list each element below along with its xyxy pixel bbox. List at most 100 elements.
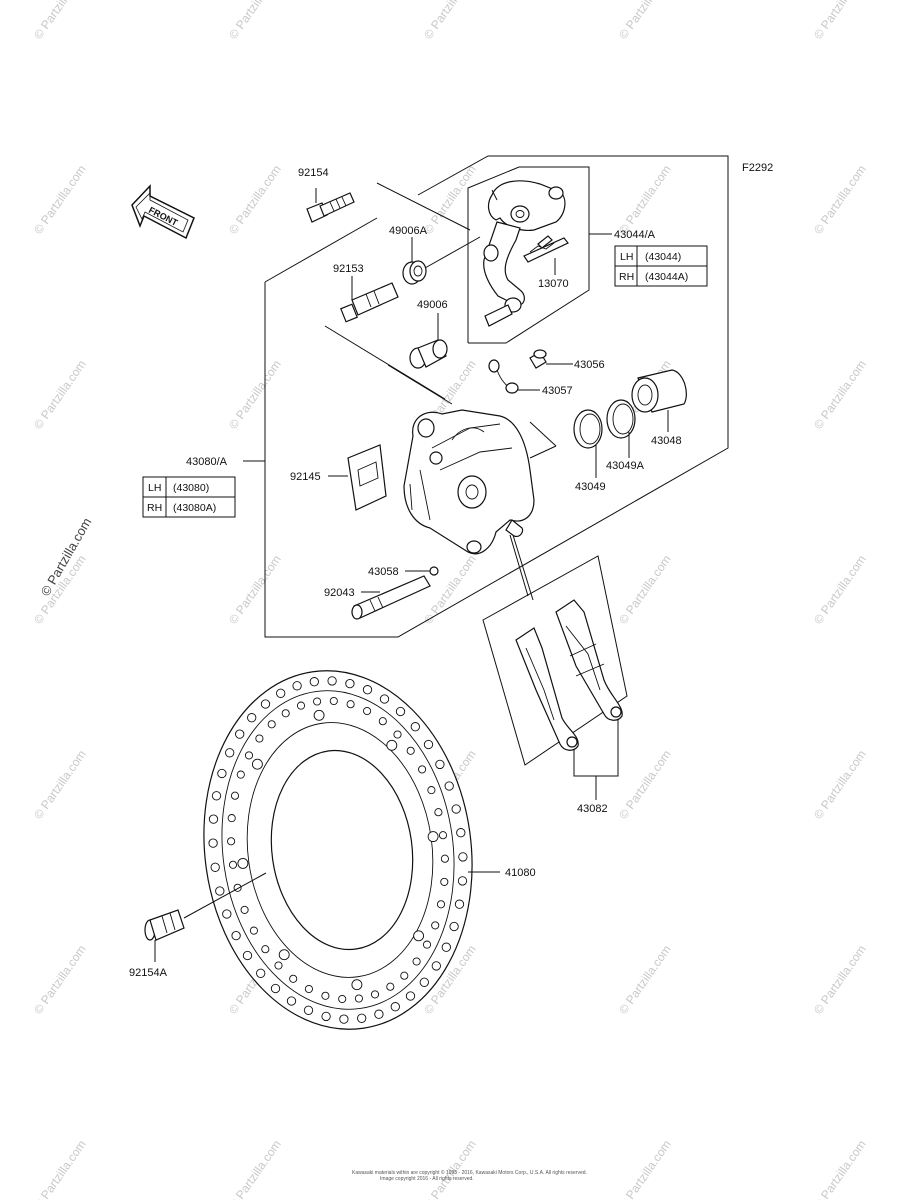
disc-hole bbox=[374, 1009, 384, 1019]
watermark-text: © Partzilla.com bbox=[31, 0, 89, 42]
disc-hole bbox=[338, 994, 347, 1004]
watermark-text: © Partzilla.com bbox=[421, 162, 479, 236]
watermark-text: © Partzilla.com bbox=[616, 552, 674, 626]
disc-hole bbox=[440, 877, 449, 886]
watermark-text: © Partzilla.com bbox=[811, 552, 869, 626]
disc-hole bbox=[431, 921, 440, 930]
disc-hole bbox=[395, 706, 406, 717]
disc-hole bbox=[289, 974, 298, 983]
disc-hole bbox=[227, 814, 236, 823]
label-43057: 43057 bbox=[542, 385, 573, 397]
caliper-43080 bbox=[403, 409, 535, 555]
watermark-text: © Partzilla.com bbox=[616, 0, 674, 42]
leader-line bbox=[529, 445, 557, 459]
disc-vent-holes bbox=[208, 676, 468, 1024]
disc-hole bbox=[210, 862, 220, 872]
disc-hole bbox=[256, 968, 266, 978]
disc-hole bbox=[405, 991, 416, 1001]
disc-hole bbox=[242, 950, 253, 961]
disc-hole bbox=[309, 677, 319, 687]
watermark-text: © Partzilla.com bbox=[31, 747, 89, 821]
label-43049a: 43049A bbox=[606, 460, 645, 472]
piston-43048 bbox=[631, 369, 687, 432]
disc-hole bbox=[329, 696, 338, 706]
disc-hole bbox=[346, 700, 355, 709]
bracket-side-table: LH (43044) RH (43044A) bbox=[614, 245, 708, 287]
caliper-lh-side: LH bbox=[148, 482, 161, 494]
watermark-layer: © Partzilla.com © Partzilla.com © Partzill… bbox=[31, 0, 869, 1200]
label-49006a: 49006A bbox=[389, 225, 428, 237]
disc-hole bbox=[276, 688, 286, 698]
disc-hole bbox=[456, 828, 466, 838]
bracket-lh-part: (43044) bbox=[645, 251, 681, 263]
label-92145: 92145 bbox=[290, 471, 321, 483]
disc-hole bbox=[406, 746, 415, 755]
copyright-line-1: Kawasaki materials within are copyright … bbox=[352, 1169, 587, 1176]
bracket-rh-part: (43044A) bbox=[645, 271, 688, 283]
caliper-rh-part: (43080A) bbox=[173, 502, 216, 514]
disc-hole bbox=[412, 957, 421, 966]
disc-hole bbox=[231, 930, 241, 941]
label-43056: 43056 bbox=[574, 359, 605, 371]
disc-hole bbox=[458, 852, 468, 862]
watermark-text: © Partzilla.com bbox=[421, 552, 479, 626]
pad-pin-92043 bbox=[351, 575, 431, 620]
bolt-92154a bbox=[144, 872, 267, 962]
disc-hole bbox=[413, 930, 425, 942]
brake-disc-41080 bbox=[203, 670, 500, 1030]
disc-hole bbox=[236, 770, 245, 779]
watermark-text: © Partzilla.com bbox=[616, 942, 674, 1016]
disc-hole bbox=[427, 831, 439, 843]
bracket-rh-side: RH bbox=[619, 271, 634, 283]
seal-49006a bbox=[402, 236, 481, 285]
disc-hole bbox=[321, 991, 330, 1000]
watermark-text: © Partzilla.com bbox=[811, 747, 869, 821]
bracket-boundary bbox=[467, 166, 612, 344]
disc-hole bbox=[228, 860, 238, 869]
bolt-92154 bbox=[306, 188, 355, 223]
bleeder-43056 bbox=[529, 349, 573, 369]
caliper-rh-side: RH bbox=[147, 502, 162, 514]
disc-hole bbox=[303, 1005, 314, 1015]
disc-hole bbox=[379, 694, 390, 704]
disc-hole bbox=[427, 786, 436, 795]
disc-hole bbox=[270, 983, 281, 994]
disc-hole bbox=[457, 876, 468, 886]
disc-hole bbox=[217, 768, 227, 779]
watermark-text: © Partzilla.com bbox=[811, 357, 869, 431]
pad-retainer-92145 bbox=[328, 444, 387, 511]
watermark-text: © Partzilla.com bbox=[811, 162, 869, 236]
disc-hole bbox=[378, 717, 387, 726]
label-43080a: 43080/A bbox=[186, 456, 228, 468]
watermark-text: © Partzilla.com bbox=[616, 747, 674, 821]
disc-hole bbox=[249, 926, 258, 935]
disc-hole bbox=[278, 949, 290, 961]
disc-hole bbox=[240, 905, 249, 914]
label-43049: 43049 bbox=[575, 481, 606, 493]
label-43058: 43058 bbox=[368, 566, 399, 578]
caliper-side-table: LH (43080) RH (43080A) bbox=[142, 476, 236, 518]
disc-hole bbox=[261, 945, 270, 954]
disc-hole bbox=[313, 697, 322, 706]
disc-hole bbox=[215, 886, 225, 896]
disc-hole bbox=[237, 857, 249, 869]
front-arrow-icon: FRONT bbox=[131, 184, 195, 240]
watermark-text: © Partzilla.com bbox=[31, 1137, 89, 1200]
watermark-text: © Partzilla.com bbox=[226, 357, 284, 431]
disc-hole bbox=[267, 720, 276, 729]
label-43044a: 43044/A bbox=[614, 229, 656, 241]
disc-hole bbox=[222, 909, 232, 919]
disc-hole bbox=[235, 729, 245, 739]
copyright-line-2: Image copyright 2016 - All rights reserv… bbox=[380, 1176, 474, 1182]
label-41080: 41080 bbox=[505, 867, 536, 879]
watermark-text: © Partzilla.com bbox=[616, 162, 674, 236]
disc-hole bbox=[247, 713, 257, 723]
disc-hole bbox=[274, 961, 283, 970]
watermark-text: © Partzilla.com bbox=[226, 1137, 284, 1200]
disc-hole bbox=[400, 971, 409, 980]
disc-hole bbox=[444, 781, 454, 791]
disc-hole bbox=[211, 791, 222, 801]
piston-seal-43049 bbox=[573, 409, 603, 478]
